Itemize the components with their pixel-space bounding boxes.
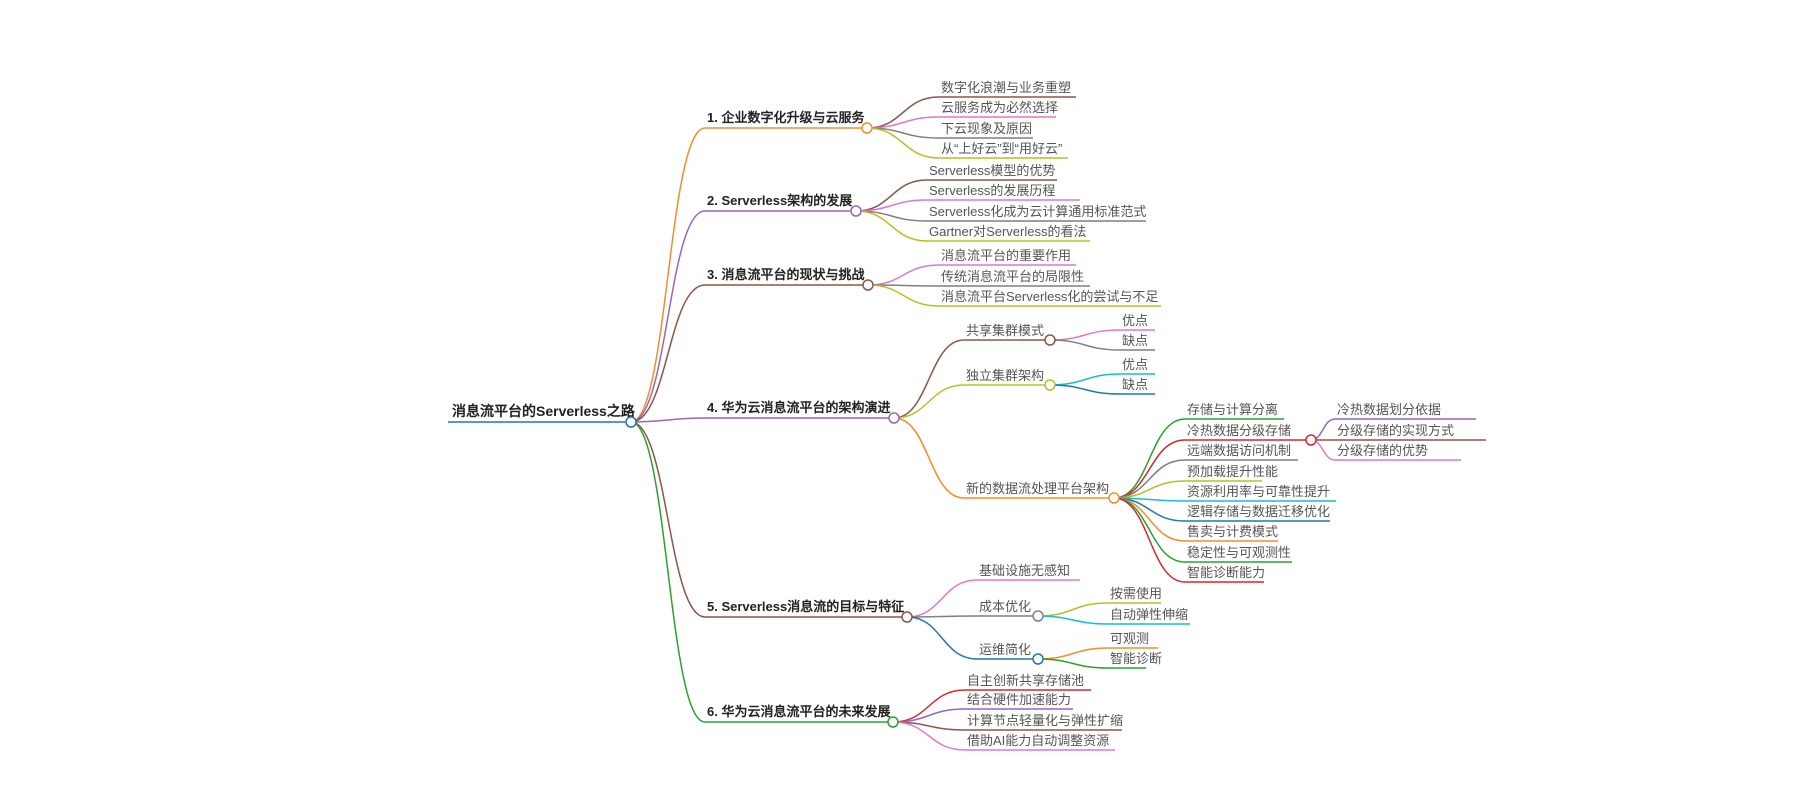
leaf-connector xyxy=(1113,459,1186,499)
leaf-connector xyxy=(1037,615,1109,625)
leaf-topic[interactable]: 冷热数据划分依据 xyxy=(1337,402,1441,417)
collapse-toggle[interactable] xyxy=(1044,379,1056,391)
branch-connector xyxy=(630,421,706,723)
leaf-topic[interactable]: 稳定性与可观测性 xyxy=(1187,545,1291,560)
leaf-connector xyxy=(1113,497,1186,583)
collapse-toggle[interactable] xyxy=(1108,492,1120,504)
subtopic-connector xyxy=(893,339,965,419)
subtopic-connector xyxy=(892,721,966,751)
leaf-connector xyxy=(1037,658,1109,669)
leaf-topic[interactable]: 按需使用 xyxy=(1110,586,1162,601)
mindmap-edges xyxy=(448,96,1486,751)
leaf-connector xyxy=(1113,418,1186,499)
subtopic-connector xyxy=(893,417,965,499)
subtopic[interactable]: 消息流平台Serverless化的尝试与不足 xyxy=(941,289,1158,304)
subtopic[interactable]: 基础设施无感知 xyxy=(979,563,1070,578)
subtopic[interactable]: 共享集群模式 xyxy=(966,323,1044,338)
leaf-connector xyxy=(1049,384,1121,395)
root-topic[interactable]: 消息流平台的Serverless之路 xyxy=(452,403,636,419)
subtopic[interactable]: 数字化浪潮与业务重塑 xyxy=(941,80,1071,95)
branch-connector xyxy=(630,210,706,423)
leaf-topic[interactable]: 售卖与计费模式 xyxy=(1187,524,1278,539)
branch-2-topic[interactable]: 2. Serverless架构的发展 xyxy=(707,193,853,208)
leaf-connector xyxy=(1113,439,1186,499)
leaf-connector xyxy=(1113,497,1186,563)
branch-6-topic[interactable]: 6. 华为云消息流平台的未来发展 xyxy=(707,704,891,719)
leaf-connector xyxy=(1037,602,1109,617)
subtopic[interactable]: 云服务成为必然选择 xyxy=(941,100,1058,115)
subtopic-connector xyxy=(855,179,928,212)
subtopic[interactable]: 独立集群架构 xyxy=(966,368,1044,383)
subtopic[interactable]: 从“上好云”到“用好云” xyxy=(941,141,1062,156)
leaf-topic[interactable]: 优点 xyxy=(1122,313,1148,328)
leaf-topic[interactable]: 优点 xyxy=(1122,357,1148,372)
branch-connector xyxy=(630,417,706,423)
subtopic[interactable]: 新的数据流处理平台架构 xyxy=(966,481,1109,496)
collapse-toggle[interactable] xyxy=(625,416,637,428)
branch-4-topic[interactable]: 4. 华为云消息流平台的架构演进 xyxy=(707,400,890,415)
subtopic-connector xyxy=(892,689,966,723)
branch-connector xyxy=(630,421,706,618)
subtopic-connector xyxy=(855,210,928,242)
subtopic-connector xyxy=(906,616,978,660)
subtopic[interactable]: 结合硬件加速能力 xyxy=(967,692,1071,707)
collapse-toggle[interactable] xyxy=(861,122,873,134)
collapse-toggle[interactable] xyxy=(1032,653,1044,665)
leaf-topic[interactable]: 冷热数据分级存储 xyxy=(1187,423,1291,438)
leaf-connector xyxy=(1049,339,1121,351)
leaf-topic[interactable]: 智能诊断 xyxy=(1110,651,1162,666)
leaf-connector xyxy=(1049,373,1121,386)
leaf-connector xyxy=(1037,647,1109,660)
branch-connector xyxy=(630,284,706,423)
subtopic[interactable]: 计算节点轻量化与弹性扩缩 xyxy=(967,713,1123,728)
subtopic[interactable]: Serverless化成为云计算通用标准范式 xyxy=(929,204,1146,219)
leaf-topic[interactable]: 存储与计算分离 xyxy=(1187,402,1278,417)
subtopic[interactable]: Serverless的发展历程 xyxy=(929,183,1055,198)
subtopic[interactable]: 传统消息流平台的局限性 xyxy=(941,269,1084,284)
branch-1-topic[interactable]: 1. 企业数字化升级与云服务 xyxy=(707,110,865,125)
subtopic[interactable]: 借助AI能力自动调整资源 xyxy=(967,733,1109,748)
mindmap-nodes: 消息流平台的Serverless之路 1. 企业数字化升级与云服务 数字化浪潮与业务… xyxy=(452,80,1454,748)
collapse-toggle[interactable] xyxy=(888,412,900,424)
leaf-topic[interactable]: 分级存储的优势 xyxy=(1337,443,1428,458)
leaf-topic[interactable]: 可观测 xyxy=(1110,631,1149,646)
leaf-topic[interactable]: 缺点 xyxy=(1122,333,1148,348)
subtopic-connector xyxy=(867,284,940,307)
subtopic[interactable]: 成本优化 xyxy=(979,599,1031,614)
collapse-toggle[interactable] xyxy=(901,611,913,623)
leaf-topic[interactable]: 智能诊断能力 xyxy=(1187,565,1265,580)
leaf-topic[interactable]: 分级存储的实现方式 xyxy=(1337,423,1454,438)
subtopic-connector xyxy=(892,708,966,723)
leaf-topic[interactable]: 逻辑存储与数据迁移优化 xyxy=(1187,504,1330,519)
collapse-toggle[interactable] xyxy=(1305,434,1317,446)
leaf-topic[interactable]: 远端数据访问机制 xyxy=(1187,443,1291,458)
subtopic-connector xyxy=(906,615,978,618)
subtopic-connector xyxy=(906,579,978,618)
collapse-toggle[interactable] xyxy=(1032,610,1044,622)
subtopic-connector xyxy=(866,96,940,129)
leaf-topic[interactable]: 自动弹性伸缩 xyxy=(1110,607,1188,622)
collapse-toggle[interactable] xyxy=(850,205,862,217)
subtopic[interactable]: Gartner对Serverless的看法 xyxy=(929,224,1086,239)
subtopic[interactable]: 自主创新共享存储池 xyxy=(967,673,1084,688)
subtopic[interactable]: 运维简化 xyxy=(979,642,1031,657)
subtopic[interactable]: 下云现象及原因 xyxy=(941,121,1032,136)
leaf-topic[interactable]: 资源利用率与可靠性提升 xyxy=(1187,484,1330,499)
branch-5-topic[interactable]: 5. Serverless消息流的目标与特征 xyxy=(707,599,904,614)
leaf-topic[interactable]: 缺点 xyxy=(1122,377,1148,392)
subtopic[interactable]: 消息流平台的重要作用 xyxy=(941,248,1071,263)
collapse-toggle[interactable] xyxy=(862,279,874,291)
leaf-topic[interactable]: 预加载提升性能 xyxy=(1187,464,1278,479)
leaf-connector xyxy=(1049,329,1121,341)
branch-3-topic[interactable]: 3. 消息流平台的现状与挑战 xyxy=(707,267,864,282)
subtopic-connector xyxy=(866,127,940,159)
subtopic-connector xyxy=(867,264,940,286)
subtopic-connector xyxy=(893,384,965,419)
collapse-toggle[interactable] xyxy=(1044,334,1056,346)
collapse-toggle[interactable] xyxy=(887,716,899,728)
subtopic[interactable]: Serverless模型的优势 xyxy=(929,163,1055,178)
branch-connector xyxy=(630,127,706,423)
